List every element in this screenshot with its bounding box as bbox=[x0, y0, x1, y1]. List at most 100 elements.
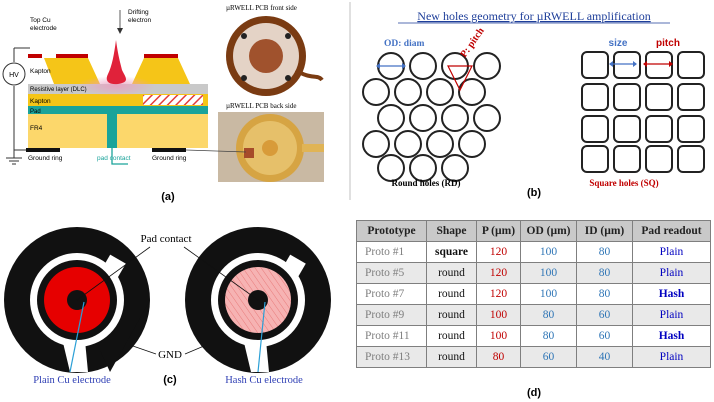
cell-pitch: 80 bbox=[476, 346, 521, 368]
cell-shape: round bbox=[426, 304, 477, 326]
col-header-pad-readout: Pad readout bbox=[632, 220, 711, 242]
round-hole bbox=[377, 154, 405, 182]
square-hole bbox=[645, 115, 673, 143]
cell-shape: round bbox=[426, 262, 477, 284]
round-hole bbox=[362, 78, 390, 106]
fr4-layer bbox=[28, 114, 208, 148]
table-row: Proto #13 round 80 60 40 Plain bbox=[356, 346, 711, 368]
cell-pad-readout: Plain bbox=[632, 304, 711, 326]
cell-pad-readout: Plain bbox=[632, 346, 711, 368]
ground-ring-right-bar bbox=[152, 148, 186, 152]
pad-contact-label: pad contact bbox=[97, 155, 131, 162]
round-hole bbox=[409, 104, 437, 132]
pitch-triangle bbox=[447, 65, 473, 92]
panel-a-cross-section bbox=[2, 10, 208, 165]
photo-front-title: µRWELL PCB front side bbox=[226, 4, 297, 12]
cell-id: 60 bbox=[576, 304, 633, 326]
table-row: Proto #11 round 100 80 60 Hash bbox=[356, 325, 711, 347]
table-row: Proto #9 round 100 80 60 Plain bbox=[356, 304, 711, 326]
pad-contact-leader-left bbox=[76, 246, 151, 301]
avalanche-glow bbox=[76, 76, 156, 96]
pcb-front-hole-2 bbox=[285, 33, 291, 39]
round-holes-grid bbox=[362, 52, 501, 182]
cell-prototype: Proto #11 bbox=[356, 325, 427, 347]
square-hole bbox=[645, 83, 673, 111]
square-hole bbox=[613, 51, 641, 79]
od-label: OD: diam bbox=[384, 39, 424, 49]
round-hole bbox=[394, 130, 422, 158]
panel-c-label: (c) bbox=[163, 374, 177, 386]
cell-pad-readout: Plain bbox=[632, 262, 711, 284]
pcb-front-hole-4 bbox=[285, 75, 291, 81]
top-cu-3 bbox=[144, 54, 178, 58]
plain-tab bbox=[102, 254, 126, 278]
hash-cu-label: Hash Cu electrode bbox=[225, 375, 303, 386]
photo-back bbox=[218, 112, 324, 182]
col-header-shape: Shape bbox=[426, 220, 477, 242]
pad-contact-c-label: Pad contact bbox=[140, 233, 191, 245]
cell-od: 80 bbox=[520, 325, 577, 347]
panel-b-title: New holes geometry for µRWELL amplificat… bbox=[417, 9, 650, 23]
round-hole bbox=[409, 52, 437, 80]
square-hole bbox=[677, 145, 705, 173]
cell-prototype: Proto #9 bbox=[356, 304, 427, 326]
photo-back-title: µRWELL PCB back side bbox=[226, 102, 296, 110]
pcb-front-center bbox=[249, 39, 283, 73]
gnd-leader-right bbox=[184, 345, 205, 355]
pointer-line bbox=[185, 149, 247, 153]
table-header-row: Prototype Shape P (µm) OD (µm) ID (µm) P… bbox=[356, 220, 711, 242]
panel-a-label: (a) bbox=[161, 191, 175, 203]
pad-via bbox=[107, 114, 117, 148]
round-hole bbox=[458, 78, 486, 106]
square-hole bbox=[581, 83, 609, 111]
pad-layer bbox=[28, 106, 208, 114]
round-hole bbox=[441, 154, 469, 182]
cell-id: 80 bbox=[576, 241, 633, 263]
pcb-back-connector bbox=[244, 148, 254, 158]
cell-prototype: Proto #13 bbox=[356, 346, 427, 368]
hv-label: HV bbox=[9, 72, 19, 79]
well-left bbox=[28, 58, 54, 84]
cell-od: 60 bbox=[520, 346, 577, 368]
round-hole bbox=[426, 78, 454, 106]
plain-leader bbox=[69, 301, 85, 373]
kapton-upper bbox=[28, 58, 205, 84]
hash-slot bbox=[241, 330, 269, 372]
hatch-strip bbox=[143, 95, 203, 105]
ground-ring-left-label: Ground ring bbox=[28, 155, 63, 162]
cell-id: 80 bbox=[576, 283, 633, 305]
square-holes-grid bbox=[581, 51, 705, 173]
avalanche-electron bbox=[106, 40, 126, 85]
kapton-lower-label: Kapton bbox=[30, 98, 51, 105]
pcb-back-center bbox=[262, 140, 278, 156]
col-header-od: OD (µm) bbox=[520, 220, 577, 242]
cell-pitch: 120 bbox=[476, 262, 521, 284]
top-cu-2 bbox=[56, 54, 88, 58]
round-hole bbox=[426, 130, 454, 158]
cell-od: 100 bbox=[520, 241, 577, 263]
gnd-label: GND bbox=[158, 349, 182, 361]
cell-shape: round bbox=[426, 325, 477, 347]
cell-prototype: Proto #1 bbox=[356, 241, 427, 263]
cell-prototype: Proto #7 bbox=[356, 283, 427, 305]
round-caption: Round holes (RD) bbox=[391, 178, 460, 188]
table-row: Proto #7 round 120 100 80 Hash bbox=[356, 283, 711, 305]
round-hole bbox=[362, 130, 390, 158]
table-row: Proto #5 round 120 100 80 Plain bbox=[356, 262, 711, 284]
square-hole bbox=[677, 51, 705, 79]
size-label: size bbox=[609, 38, 628, 49]
round-hole bbox=[458, 130, 486, 158]
col-header-id: ID (µm) bbox=[576, 220, 633, 242]
cell-id: 80 bbox=[576, 262, 633, 284]
cell-id: 40 bbox=[576, 346, 633, 368]
prototype-table: Prototype Shape P (µm) OD (µm) ID (µm) P… bbox=[356, 220, 711, 368]
pad-contact-leader-right bbox=[183, 246, 259, 301]
round-hole bbox=[409, 154, 437, 182]
pad-label: Pad bbox=[30, 109, 41, 115]
fr4-label: FR4 bbox=[30, 125, 43, 132]
drifting-label-1: Drifting bbox=[128, 9, 149, 16]
round-hole bbox=[377, 104, 405, 132]
drift-arrowhead bbox=[117, 28, 123, 34]
round-hole bbox=[441, 104, 469, 132]
col-header-p: P (µm) bbox=[476, 220, 521, 242]
